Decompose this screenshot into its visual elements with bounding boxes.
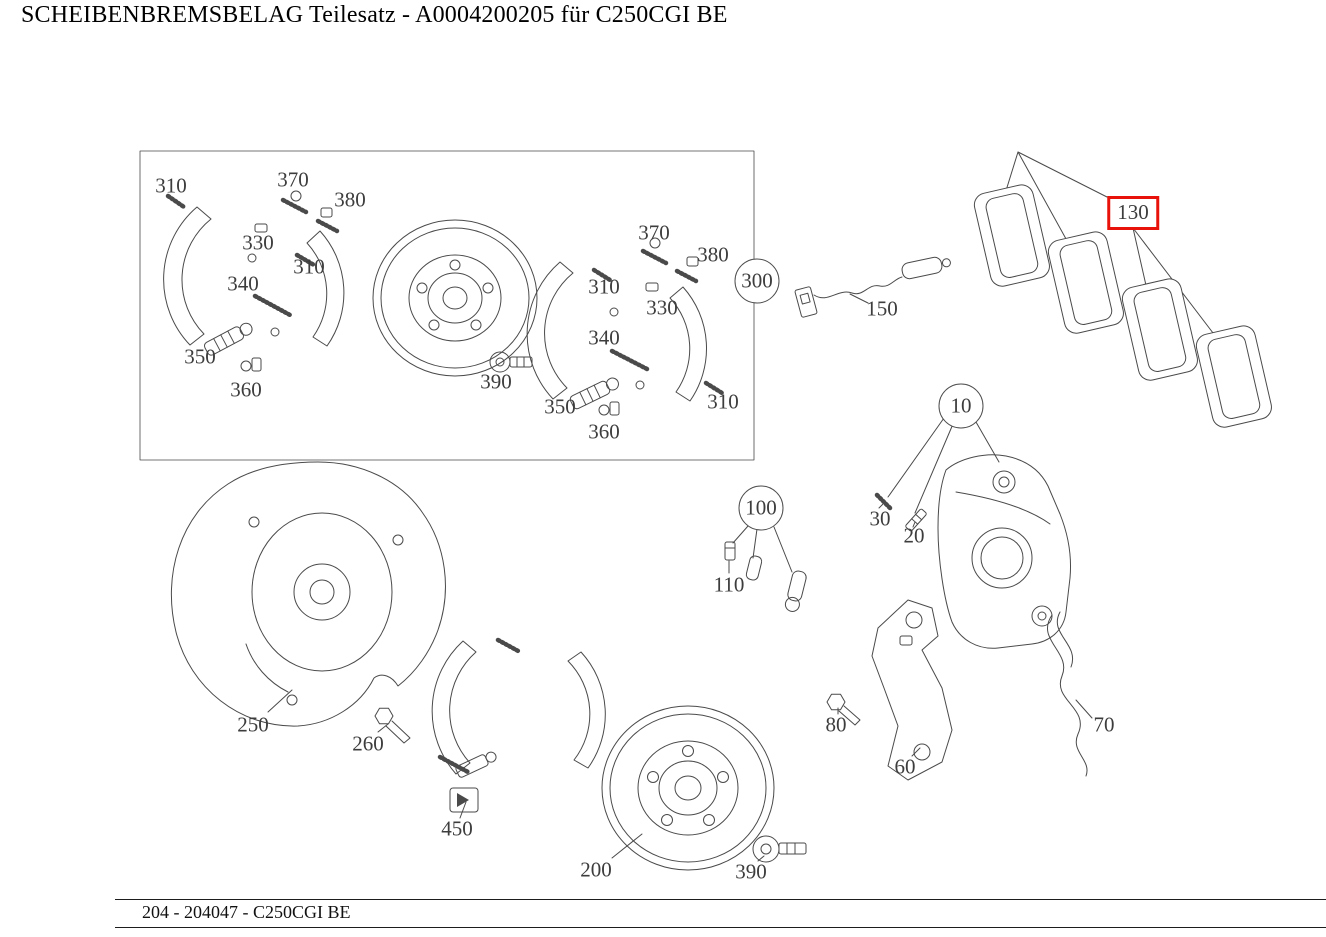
parking-brake-shoe-kit-left <box>163 190 345 372</box>
part-label-300: 300 <box>734 258 780 304</box>
part-label-330: 330 <box>646 295 678 320</box>
inset-frame <box>139 150 755 461</box>
part-label-310: 310 <box>293 254 325 279</box>
screw-390-top <box>489 351 533 373</box>
part-label-310: 310 <box>588 274 620 299</box>
parking-brake-shoe-kit-bottom <box>431 637 606 813</box>
caliper-bolt-20 <box>905 508 927 532</box>
guide-bolt-110 <box>724 541 736 561</box>
part-label-20: 20 <box>903 523 925 548</box>
caliper-bolt-30 <box>874 492 894 512</box>
footer: 204 - 204047 - C250CGI BE <box>115 899 1326 928</box>
caliper-leader-lines <box>887 417 1000 514</box>
brake-pad-set <box>973 184 1272 428</box>
guide-pin-100 <box>784 570 807 612</box>
wear-sensor <box>794 256 951 318</box>
part-label-360: 360 <box>230 377 262 402</box>
part-label-330: 330 <box>242 230 274 255</box>
brake-caliper <box>937 454 1071 649</box>
pad-leader-lines <box>999 151 1227 351</box>
part-label-250: 250 <box>237 712 269 737</box>
part-label-130: 130 <box>1107 196 1159 230</box>
adjuster-box-450 <box>449 787 479 813</box>
part-label-150: 150 <box>866 296 898 321</box>
part-label-340: 340 <box>227 271 259 296</box>
part-label-450: 450 <box>441 816 473 841</box>
label-leader-lines <box>267 293 1093 862</box>
part-label-390: 390 <box>735 859 767 884</box>
part-label-30: 30 <box>869 506 891 531</box>
part-label-80: 80 <box>825 712 847 737</box>
part-label-390: 390 <box>480 369 512 394</box>
part-label-350: 350 <box>544 394 576 419</box>
part-label-310: 310 <box>155 173 187 198</box>
part-label-370: 370 <box>277 167 309 192</box>
parking-brake-shoe-kit-right <box>526 237 725 416</box>
part-label-380: 380 <box>334 187 366 212</box>
part-label-260: 260 <box>352 731 384 756</box>
guide-sleeve <box>745 555 763 581</box>
part-label-200: 200 <box>580 857 612 882</box>
part-label-370: 370 <box>638 220 670 245</box>
footer-text: 204 - 204047 - C250CGI BE <box>142 902 351 922</box>
part-label-350: 350 <box>184 344 216 369</box>
dust-shield <box>170 461 446 727</box>
bolt-260 <box>374 707 411 744</box>
part-label-110: 110 <box>713 572 745 597</box>
part-label-380: 380 <box>697 242 729 267</box>
spring-clip <box>1046 611 1088 777</box>
guide-pin-leader-lines <box>732 525 793 573</box>
part-label-340: 340 <box>588 325 620 350</box>
brake-disc-bottom <box>601 705 775 871</box>
part-label-310: 310 <box>707 389 739 414</box>
caliper-carrier <box>871 599 953 781</box>
part-label-360: 360 <box>588 419 620 444</box>
bolt-80 <box>826 693 861 726</box>
part-label-70: 70 <box>1093 712 1115 737</box>
screw-390-bottom <box>752 835 807 863</box>
page-title: SCHEIBENBREMSBELAG Teilesatz - A00042002… <box>21 2 728 28</box>
part-label-100: 100 <box>738 485 784 531</box>
part-label-10: 10 <box>938 383 984 429</box>
part-label-60: 60 <box>894 754 916 779</box>
brake-disc-top <box>372 219 538 377</box>
